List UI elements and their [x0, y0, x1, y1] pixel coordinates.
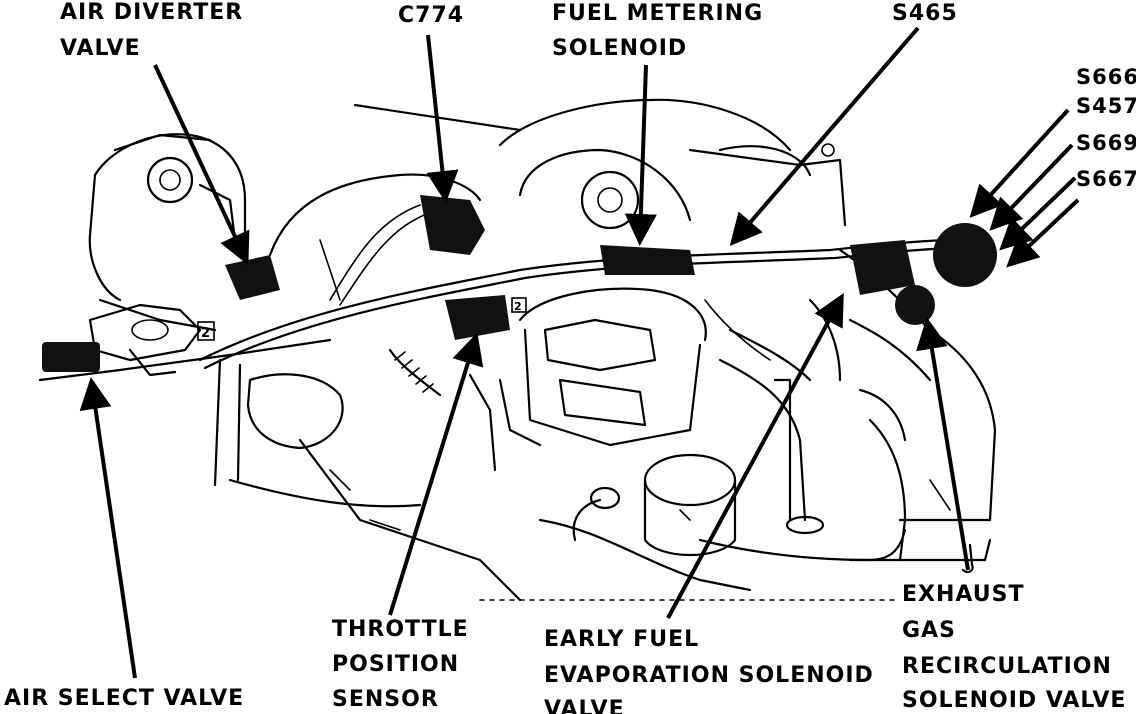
- label-c774: C774: [398, 3, 464, 28]
- label-egr-solenoid-line2: GAS: [902, 618, 956, 643]
- label-throttle-position-sensor-line2: POSITION: [332, 652, 459, 677]
- label-air-select-valve: AIR SELECT VALVE: [4, 686, 244, 711]
- label-egr-solenoid-line4: SOLENOID VALVE: [902, 688, 1126, 713]
- label-s465: S465: [892, 1, 958, 26]
- label-egr-solenoid-line1: EXHAUST: [902, 582, 1024, 607]
- label-s669: S669: [1076, 131, 1136, 155]
- label-throttle-position-sensor-line1: THROTTLE: [332, 617, 469, 642]
- label-fuel-metering-solenoid-line1: FUEL METERING: [552, 1, 763, 26]
- pointer-lines: [79, 26, 1080, 679]
- label-throttle-position-sensor-line3: SENSOR: [332, 687, 439, 712]
- labels: AIR DIVERTER VALVE C774 FUEL METERING SO…: [4, 0, 1136, 714]
- label-s457: S457: [1076, 94, 1136, 118]
- label-air-diverter-valve-line2: VALVE: [60, 36, 141, 61]
- label-egr-solenoid-line3: RECIRCULATION: [902, 654, 1112, 679]
- label-s666: S666: [1076, 65, 1136, 89]
- label-s667: S667: [1076, 167, 1136, 191]
- label-efe-solenoid-line1: EARLY FUEL: [544, 627, 699, 652]
- callout-number: 2: [201, 326, 211, 341]
- callout-number: 2: [514, 300, 523, 313]
- label-efe-solenoid-line3: VALVE: [544, 697, 625, 714]
- engine-drawing: 2 2: [38, 98, 997, 602]
- label-air-diverter-valve-line1: AIR DIVERTER: [60, 0, 243, 25]
- label-fuel-metering-solenoid-line2: SOLENOID: [552, 36, 687, 61]
- label-efe-solenoid-line2: EVAPORATION SOLENOID: [544, 663, 874, 688]
